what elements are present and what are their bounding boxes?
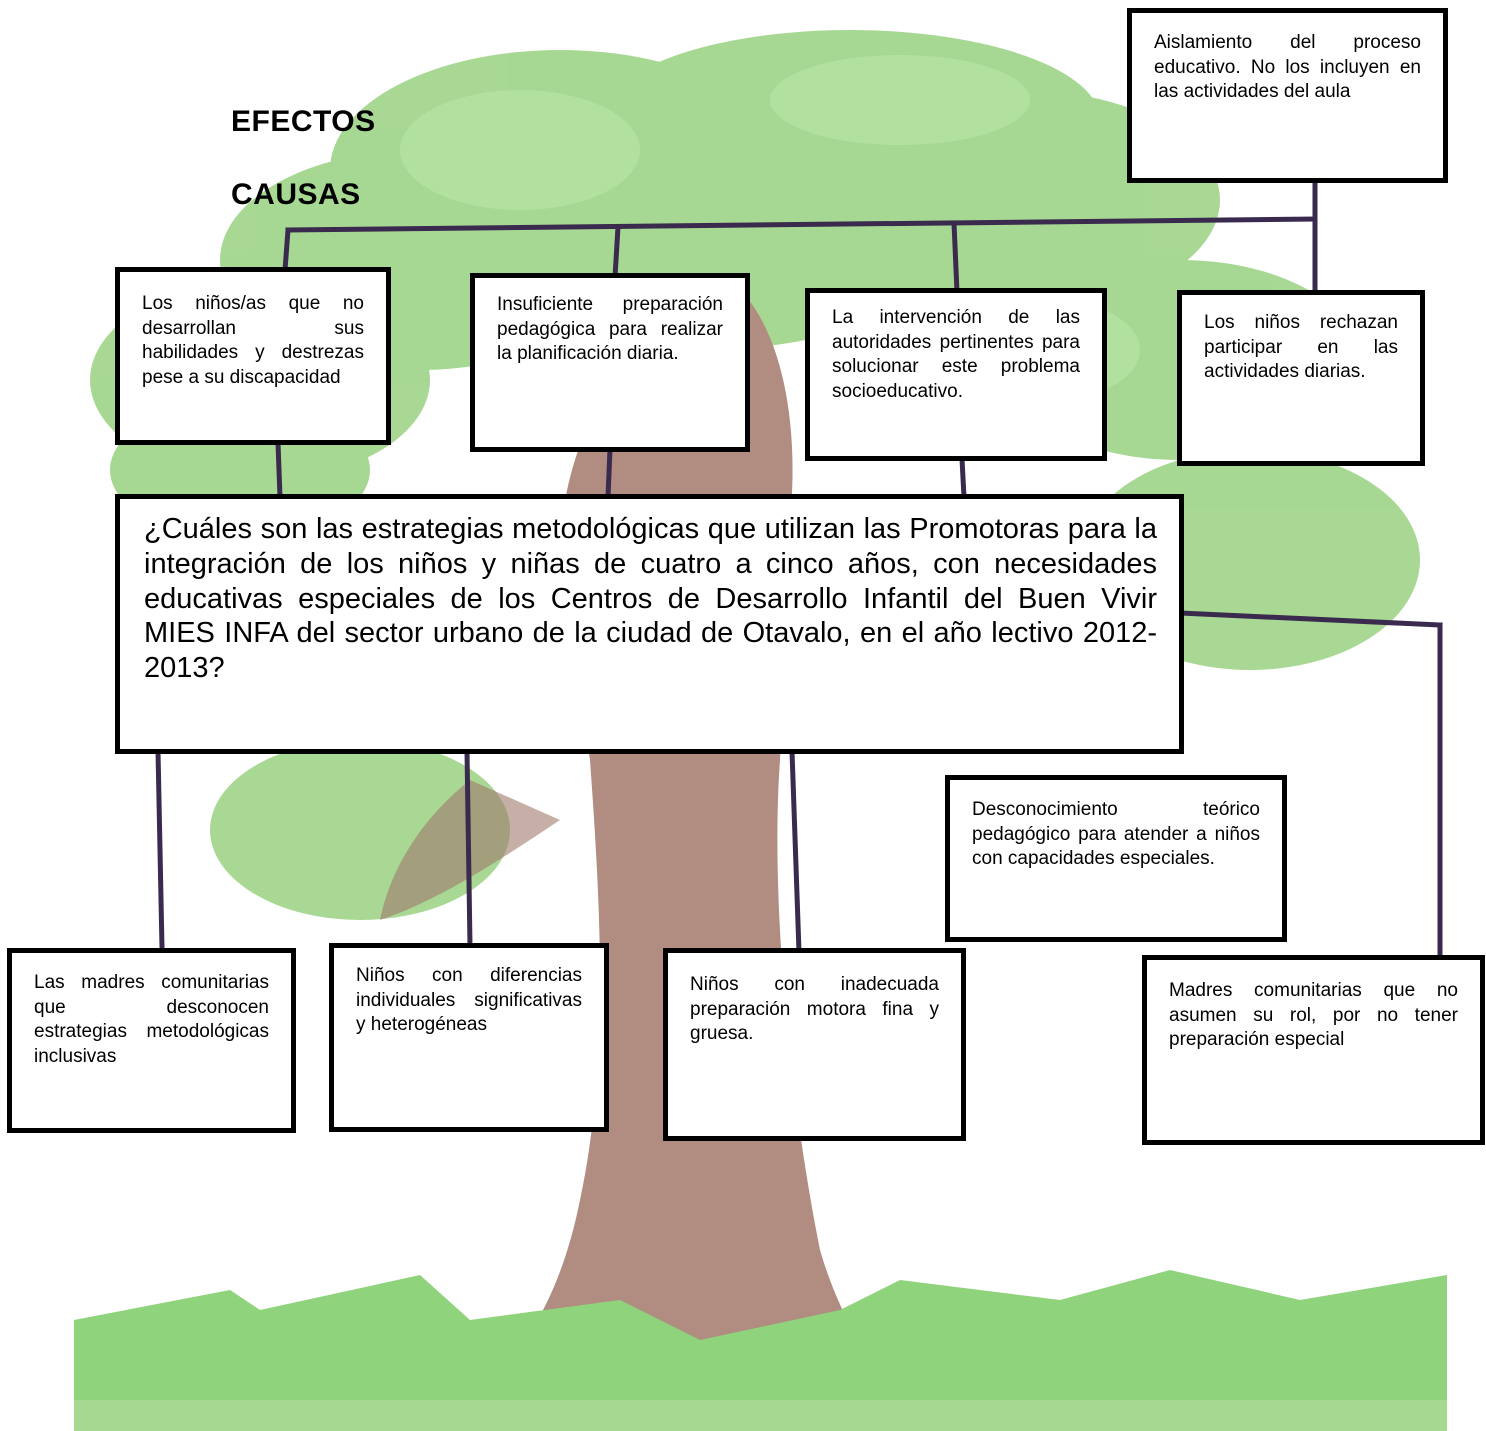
connector-line	[951, 220, 960, 295]
cause-box: Madres comunitarias que no asumen su rol…	[1142, 955, 1485, 1145]
connector-line	[464, 748, 473, 949]
effect-text: Los niños/as que no desarrollan sus habi…	[142, 293, 364, 389]
effect-box: La intervención de las autoridades perti…	[805, 288, 1107, 461]
connector-line	[605, 446, 613, 500]
connector-line	[612, 224, 621, 280]
connector-line	[155, 748, 165, 951]
grass	[74, 1270, 1447, 1431]
effect-text: Los niños rechazan participar en las act…	[1204, 312, 1398, 383]
cause-box: Niños con diferencias individuales signi…	[329, 943, 609, 1132]
effect-box: Los niños rechazan participar en las act…	[1177, 290, 1425, 466]
cause-text: Niños con inadecuada preparación motora …	[690, 974, 939, 1045]
cause-text: Niños con diferencias individuales signi…	[356, 965, 582, 1036]
connector-line	[282, 227, 291, 273]
cause-box: Las madres comunitarias que desconocen e…	[7, 948, 296, 1133]
effect-box: Los niños/as que no desarrollan sus habi…	[115, 267, 391, 445]
connector-line	[789, 748, 802, 955]
cause-text: Desconocimiento teórico pedagógico para …	[972, 799, 1260, 870]
effect-text: Aislamiento del proceso educativo. No lo…	[1154, 32, 1421, 103]
effect-box: Insuficiente preparación pedagógica para…	[470, 273, 750, 452]
connector-line	[959, 456, 967, 500]
effect-text: Insuficiente preparación pedagógica para…	[497, 294, 723, 365]
central-problem-text: ¿Cuáles son las estrategias metodológica…	[144, 513, 1157, 685]
effects-bus-line	[285, 216, 1318, 233]
central-problem-box: ¿Cuáles son las estrategias metodológica…	[115, 494, 1184, 754]
cause-box: Niños con inadecuada preparación motora …	[663, 948, 966, 1141]
effect-box: Aislamiento del proceso educativo. No lo…	[1127, 8, 1448, 183]
connector-line	[275, 440, 283, 500]
effects-heading: EFECTOS	[231, 105, 376, 138]
cause-text: Las madres comunitarias que desconocen e…	[34, 972, 269, 1068]
effect-text: La intervención de las autoridades perti…	[832, 307, 1080, 403]
causes-heading: CAUSAS	[231, 178, 361, 211]
connector-line	[1177, 610, 1443, 628]
cause-box: Desconocimiento teórico pedagógico para …	[945, 775, 1287, 942]
cause-text: Madres comunitarias que no asumen su rol…	[1169, 980, 1458, 1051]
